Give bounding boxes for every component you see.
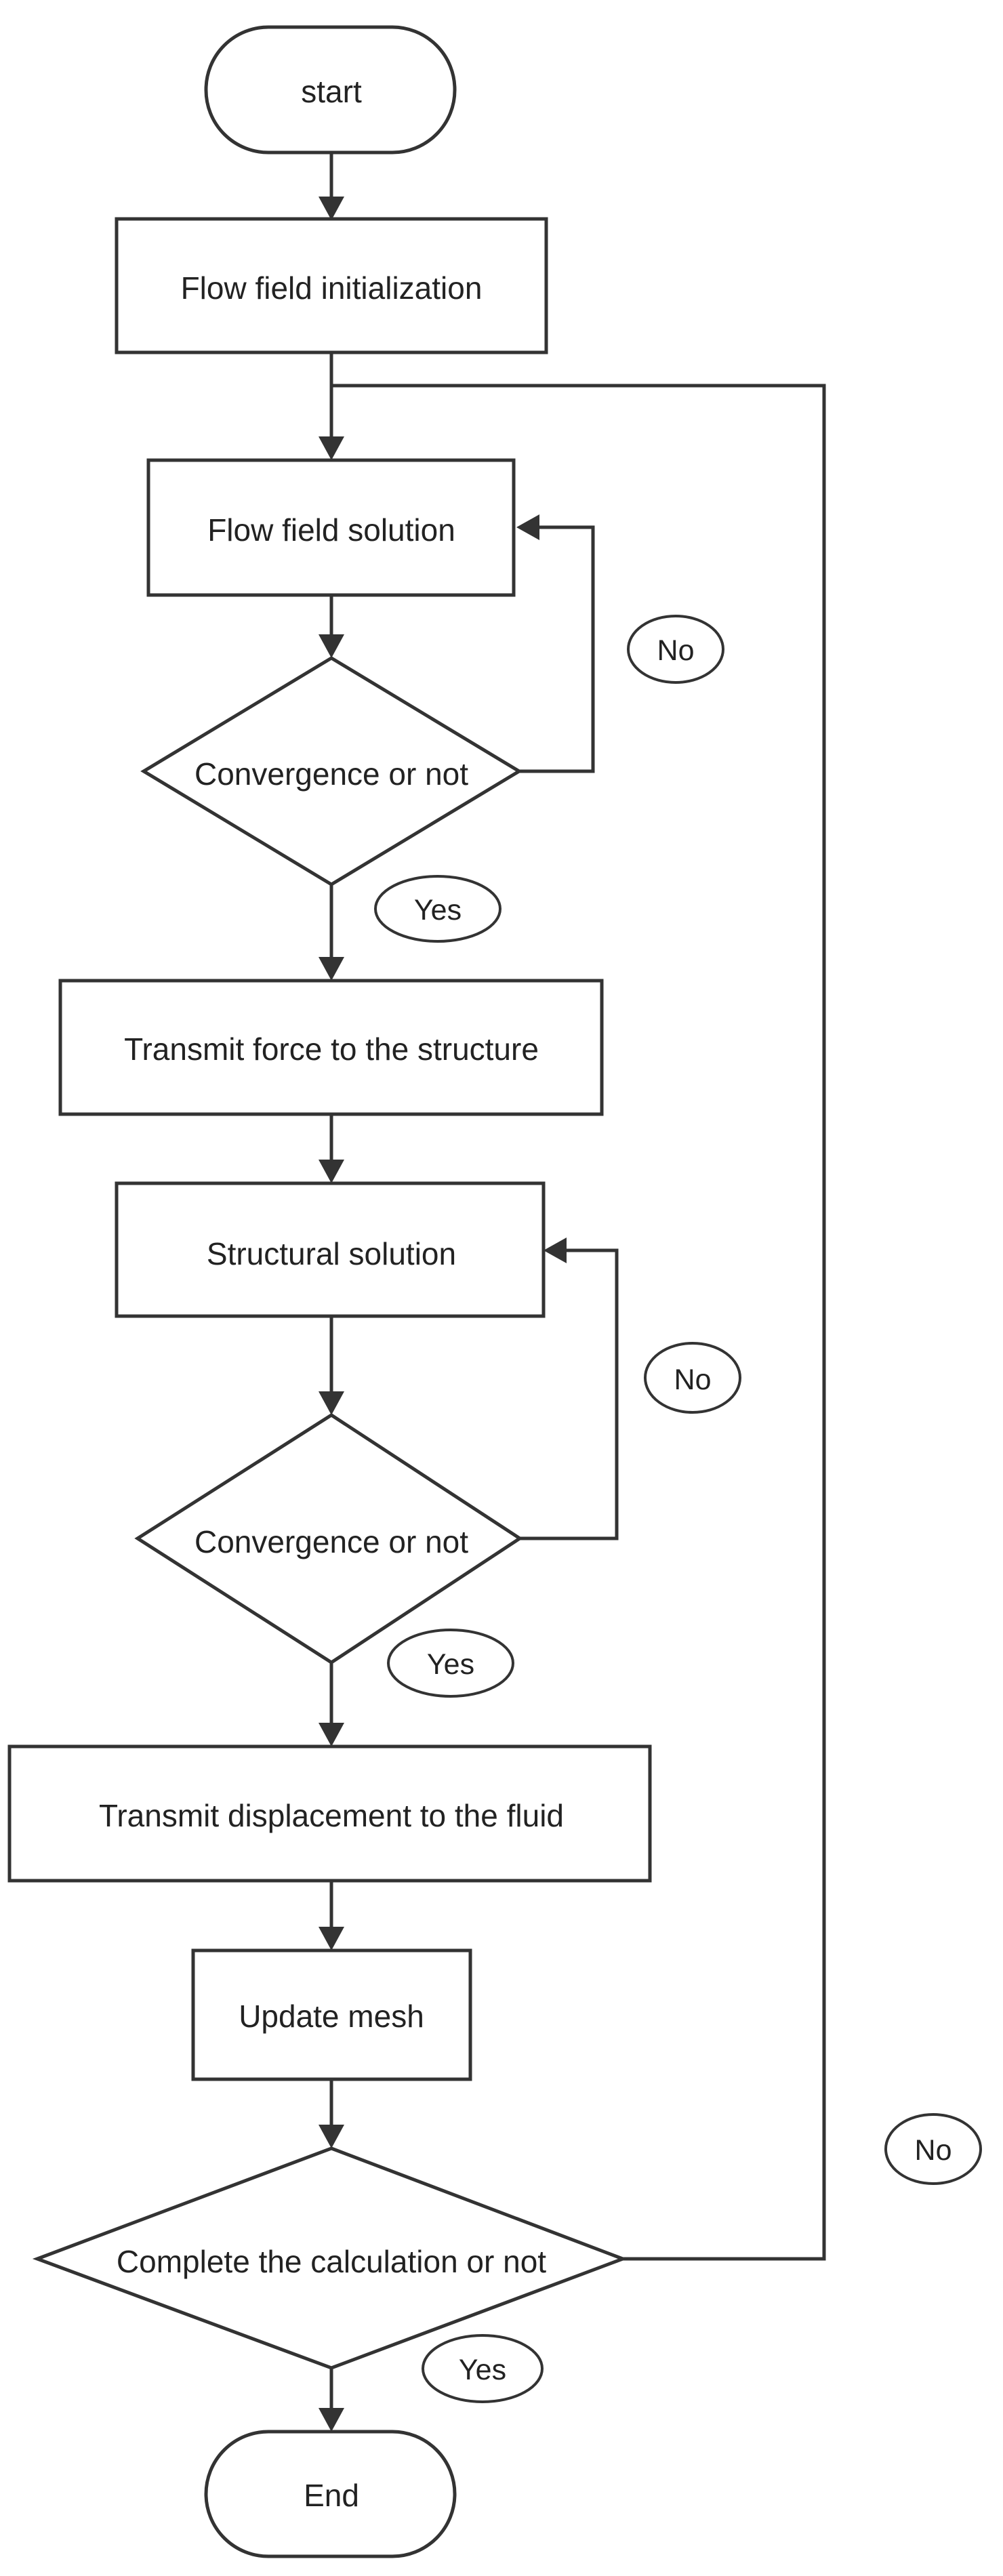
complete-yes-oval <box>422 2334 544 2403</box>
node-conv1: Convergence or not <box>140 656 523 886</box>
arrowhead-flow <box>319 436 344 460</box>
label-complete-yes: Yes <box>422 2334 544 2403</box>
arrowhead-conv2-no <box>544 1238 567 1263</box>
label-conv2-no: No <box>644 1342 741 1414</box>
displacement-label: Transmit displacement to the fluid <box>99 1798 564 1833</box>
process-update-mesh <box>191 1948 472 2081</box>
edge-complete-no <box>331 384 826 2261</box>
conv1-label: Convergence or not <box>195 756 468 792</box>
arrowhead-complete <box>319 2125 344 2148</box>
arrowhead-conv1-no <box>516 514 539 540</box>
label-conv1-no: No <box>627 615 724 684</box>
process-init <box>115 217 548 354</box>
complete-yes-text: Yes <box>459 2354 506 2386</box>
terminal-start <box>204 25 457 155</box>
arrowhead-conv1 <box>319 634 344 658</box>
arrowhead-disp <box>319 1723 344 1746</box>
label-conv2-yes: Yes <box>387 1629 514 1698</box>
edge-conv1-no <box>519 525 595 773</box>
decision-conv2 <box>134 1413 523 1664</box>
edges <box>319 152 826 2432</box>
force-label: Transmit force to the structure <box>124 1031 539 1067</box>
node-end: End <box>204 2430 457 2558</box>
init-label: Flow field initialization <box>181 270 483 306</box>
conv1-yes-text: Yes <box>414 894 462 926</box>
conv2-yes-text: Yes <box>427 1648 474 1681</box>
node-force: Transmit force to the structure <box>58 979 604 1116</box>
node-update-mesh: Update mesh <box>191 1948 472 2081</box>
arrowhead-struct <box>319 1160 344 1183</box>
conv1-yes-oval <box>374 875 502 943</box>
end-label: End <box>304 2478 359 2513</box>
process-displacement <box>7 1744 652 1883</box>
terminal-end <box>204 2430 457 2558</box>
arrowhead-init <box>319 197 344 220</box>
update-mesh-label: Update mesh <box>239 1999 424 2034</box>
node-structural-solution: Structural solution <box>115 1181 546 1318</box>
arrowhead-mesh <box>319 1927 344 1950</box>
node-displacement: Transmit displacement to the fluid <box>7 1744 652 1883</box>
node-conv2: Convergence or not <box>134 1413 523 1664</box>
node-start: start <box>204 25 457 155</box>
arrowhead-conv2 <box>319 1391 344 1415</box>
node-flow-solution: Flow field solution <box>146 458 516 597</box>
complete-no-oval <box>884 2113 982 2185</box>
conv2-yes-oval <box>387 1629 514 1698</box>
decision-complete <box>32 2146 628 2370</box>
conv2-no-text: No <box>674 1364 712 1396</box>
process-force <box>58 979 604 1116</box>
conv1-no-oval <box>627 615 724 684</box>
conv1-no-text: No <box>657 634 695 667</box>
arrowhead-force <box>319 957 344 981</box>
arrowhead-end <box>319 2408 344 2432</box>
flow-solution-label: Flow field solution <box>207 512 455 548</box>
process-flow-solution <box>146 458 516 597</box>
label-complete-no: No <box>884 2113 982 2185</box>
node-complete: Complete the calculation or not <box>32 2146 628 2370</box>
conv2-label: Convergence or not <box>195 1524 468 1559</box>
label-conv1-yes: Yes <box>374 875 502 943</box>
complete-no-text: No <box>915 2134 952 2167</box>
complete-label: Complete the calculation or not <box>117 2244 546 2279</box>
decision-conv1 <box>140 656 523 886</box>
start-label: start <box>301 74 362 109</box>
process-structural-solution <box>115 1181 546 1318</box>
conv2-no-oval <box>644 1342 741 1414</box>
structural-solution-label: Structural solution <box>207 1236 456 1271</box>
edge-conv2-no <box>520 1248 619 1540</box>
node-init: Flow field initialization <box>115 217 548 354</box>
